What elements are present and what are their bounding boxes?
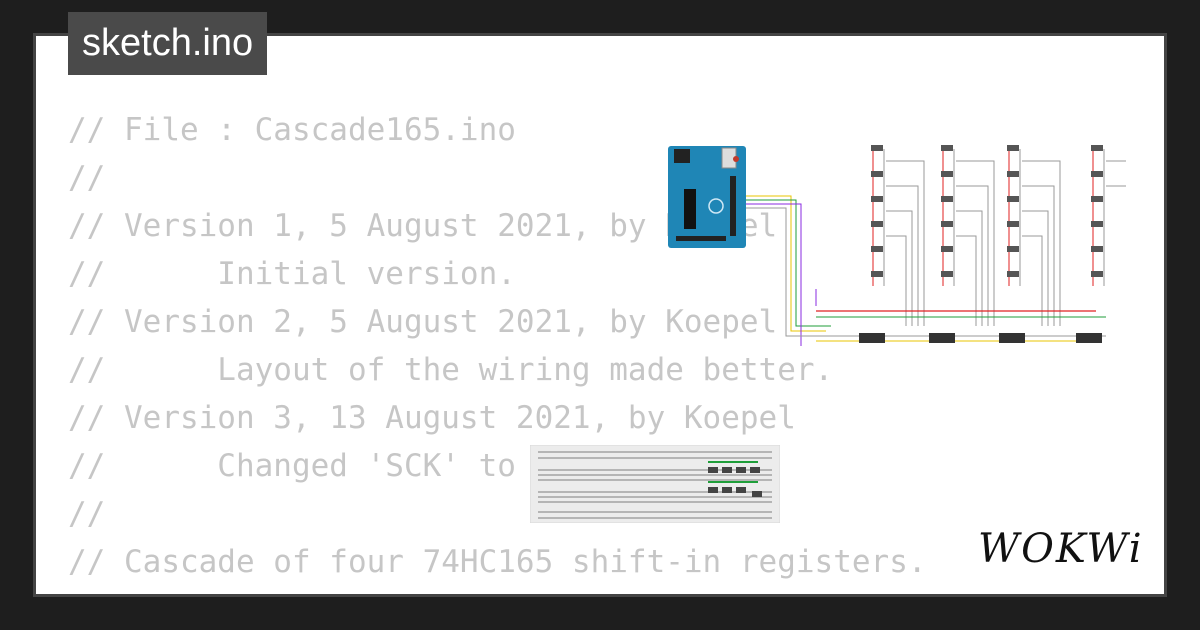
code-preview: // File : Cascade165.ino//// Version 1, … <box>68 106 1164 594</box>
circuit-diagram <box>668 145 1126 346</box>
code-line: // Version 2, 5 August 2021, by Koepel <box>68 304 778 340</box>
code-line: // Initial version. <box>68 256 516 292</box>
code-line: // <box>68 160 106 196</box>
code-line: // <box>68 496 106 532</box>
code-line: // File : Cascade165.ino <box>68 112 516 148</box>
breadboard <box>530 445 780 523</box>
shift-register-chips <box>859 333 1102 343</box>
arduino-board <box>668 146 746 248</box>
code-line: // Layout of the wiring made better. <box>68 352 834 388</box>
file-tab[interactable]: sketch.ino <box>68 12 268 75</box>
wokwi-logo: WOKWi <box>978 526 1144 572</box>
code-line: // Cascade of four 74HC165 shift-in regi… <box>68 544 927 580</box>
switch-columns <box>871 145 1126 326</box>
preview-card: // File : Cascade165.ino//// Version 1, … <box>33 33 1167 597</box>
code-line: // Version 3, 13 August 2021, by Koepel <box>68 400 796 436</box>
code-line: // Only three pins are used on the Ardui… <box>68 586 1164 594</box>
